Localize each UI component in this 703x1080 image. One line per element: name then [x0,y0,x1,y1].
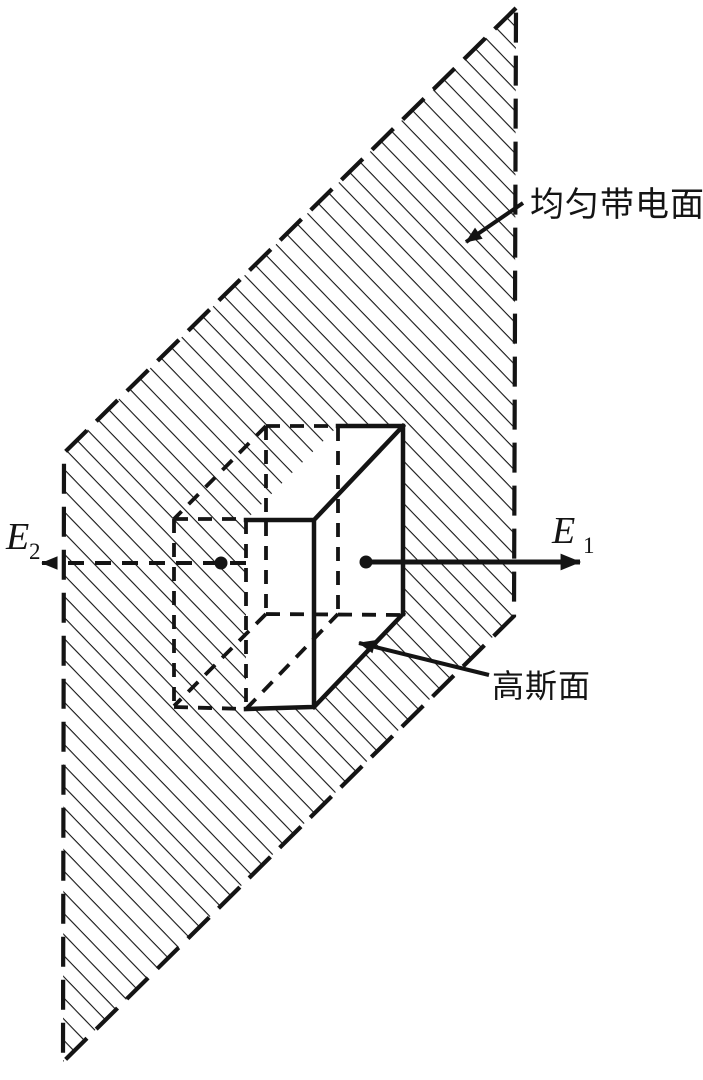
gaussian-box-front-silhouette [246,426,403,709]
gaussian-surface-label: 高斯面 [492,668,591,704]
gaussian-box-hidden-edges [172,424,404,711]
charged-plane-label: 均匀带电面 [530,186,703,224]
gaussian-surface-pointer-arrow [358,640,490,677]
e2-label: E [5,516,29,558]
charged-plane-outline [60,2,519,1068]
e2-label-subscript: 2 [29,539,41,564]
gaussian-box-visible-edges [243,422,407,712]
e2-field-point-dot [214,556,228,570]
e1-label-subscript: 1 [583,533,595,558]
charged-plane-pointer-arrow [464,201,525,244]
e1-field-point-dot [359,555,373,569]
e1-label: E [551,510,575,552]
